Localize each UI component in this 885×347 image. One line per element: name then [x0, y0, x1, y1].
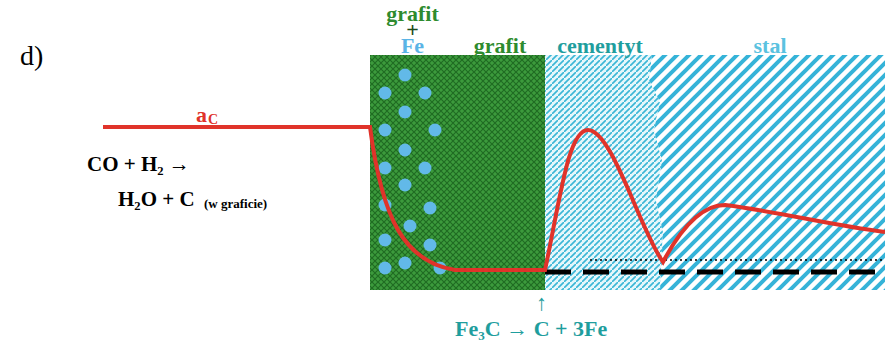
- iron-dot: [424, 202, 437, 215]
- iron-dot: [379, 124, 392, 137]
- layer-heading: cementyt: [557, 35, 643, 57]
- iron-dot: [379, 162, 392, 175]
- iron-dot: [399, 257, 412, 270]
- steel-region: [649, 55, 885, 290]
- iron-dot: [379, 262, 392, 275]
- activity-symbol: a: [196, 104, 207, 126]
- cementite-region: [545, 55, 663, 290]
- layer-heading: Fe: [401, 35, 424, 57]
- dashed-level: [545, 270, 885, 275]
- boundary-arrow: ↑: [536, 292, 547, 314]
- iron-dot: [424, 239, 437, 252]
- material-layer: grafit+Fe: [370, 55, 455, 290]
- iron-dot: [399, 69, 412, 82]
- carbon-activity-curve: [103, 127, 885, 270]
- reaction-text: CO + H₂ →: [87, 154, 190, 175]
- iron-dot: [399, 144, 412, 157]
- material-layer: cementyt: [545, 55, 655, 290]
- iron-dot: [419, 87, 432, 100]
- iron-dot: [399, 179, 412, 192]
- reaction-note: (w graficie): [204, 197, 267, 210]
- reaction-text: H₂O + C: [118, 189, 195, 210]
- iron-dots: [379, 69, 447, 275]
- iron-dot: [399, 106, 412, 119]
- iron-dot: [404, 220, 417, 233]
- dotted-level: [590, 259, 885, 261]
- iron-dot: [429, 124, 442, 137]
- iron-dot: [379, 234, 392, 247]
- graphite-region: [370, 55, 545, 290]
- reaction-text: Fe₃C → C + 3Fe: [455, 318, 607, 340]
- iron-dot: [419, 162, 432, 175]
- iron-dot: [379, 87, 392, 100]
- panel-letter: d): [20, 42, 43, 70]
- material-layer: stal: [655, 55, 885, 290]
- material-layer: grafit: [455, 55, 545, 290]
- layer-heading: grafit: [474, 35, 527, 57]
- activity-subscript: C: [208, 113, 218, 127]
- layer-heading: stal: [754, 35, 787, 57]
